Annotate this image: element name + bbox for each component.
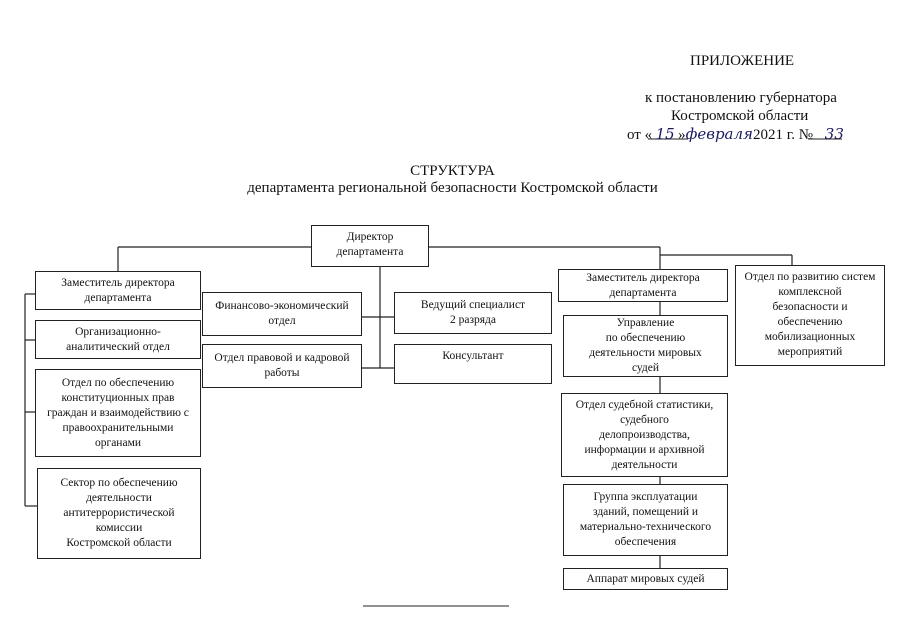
document-title: СТРУКТУРА [410,163,495,179]
box-magistrates-dept-label: Управление по обеспечению деятельности м… [589,317,702,374]
region-name: Костромской области [671,108,809,124]
decree-date-line: от «15»февраля2021 г. № 33 [627,125,844,144]
box-finance-dept: Финансово-экономический отдел [202,292,362,336]
handwritten-day: 15 [655,125,675,143]
handwritten-number: 33 [824,125,844,143]
box-legal-hr-label: Отдел правовой и кадровой работы [214,352,350,379]
box-deputy-right: Заместитель директора департамента [558,269,728,302]
box-complex-security-label: Отдел по развитию систем комплексной без… [744,271,876,358]
box-magistrates-staff: Аппарат мировых судей [563,568,728,590]
box-org-analytic-label: Организационно- аналитический отдел [66,325,170,353]
box-consultant-label: Консультант [442,350,504,362]
date-year: 2021 г. № [753,127,814,143]
box-antiterror-sector: Сектор по обеспечению деятельности антит… [37,468,201,559]
box-constitutional-rights-dept: Отдел по обеспечению конституционных пра… [35,369,201,457]
box-org-analytic-dept: Организационно- аналитический отдел [35,320,201,359]
box-deputy-left-label: Заместитель директора департамента [61,276,175,304]
box-magistrates-support-dept: Управление по обеспечению деятельности м… [563,315,728,377]
box-consultant: Консультант [394,344,552,384]
box-antiterror-label: Сектор по обеспечению деятельности антит… [60,477,178,549]
box-building-ops-label: Группа эксплуатации зданий, помещений и … [579,491,712,548]
box-complex-security-dept: Отдел по развитию систем комплексной без… [735,265,885,366]
box-director-label: Директор департамента [336,231,404,258]
box-building-operations-group: Группа эксплуатации зданий, помещений и … [563,484,728,556]
box-lead-specialist: Ведущий специалист 2 разряда [394,292,552,334]
appendix-label: ПРИЛОЖЕНИЕ [690,53,795,69]
box-deputy-right-label: Заместитель директора департамента [586,271,700,299]
document-subtitle: департамента региональной безопасности К… [247,180,658,196]
box-magistrates-staff-label: Аппарат мировых судей [586,572,705,585]
box-director: Директор департамента [311,225,429,267]
box-lead-specialist-label: Ведущий специалист 2 разряда [420,299,526,326]
box-judicial-statistics-dept: Отдел судебной статистики, судебного дел… [561,393,728,477]
box-finance-label: Финансово-экономический отдел [215,300,349,327]
box-deputy-left: Заместитель директора департамента [35,271,201,310]
box-legal-hr-dept: Отдел правовой и кадровой работы [202,344,362,388]
date-prefix: от « [627,127,653,143]
box-constitutional-label: Отдел по обеспечению конституционных пра… [47,376,189,449]
handwritten-month: февраля [685,125,753,143]
box-judicial-stats-label: Отдел судебной статистики, судебного дел… [575,398,714,471]
date-quote: » [678,127,686,143]
decree-reference: к постановлению губернатора [645,90,837,106]
